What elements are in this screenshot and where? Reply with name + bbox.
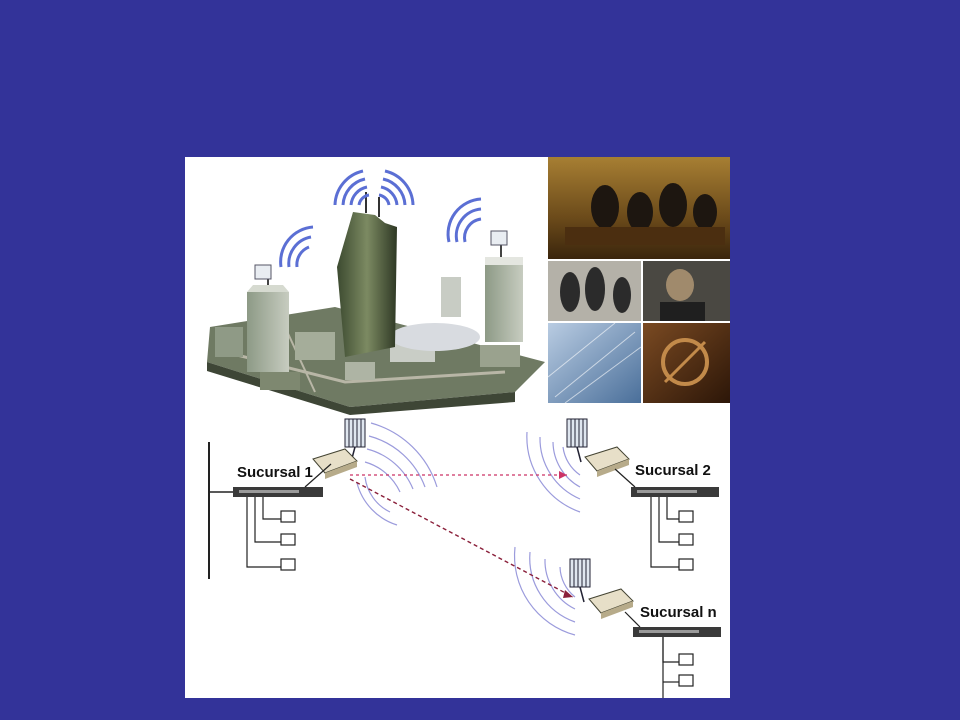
branch-label-sucursal-1: Sucursal 1 [237, 464, 313, 481]
computer-icon [678, 653, 694, 687]
radio-bridge-icon [312, 448, 358, 479]
network-switch-icon [631, 487, 719, 497]
network-switch-icon [233, 487, 323, 497]
antenna-icon [569, 558, 591, 603]
branch-label-sucursal-n: Sucursal n [640, 604, 717, 621]
photo-collage [547, 157, 730, 404]
antenna-closeup-photo [643, 323, 730, 403]
antenna-icon [344, 418, 366, 463]
wireless-link-sucursal-n [349, 478, 574, 598]
radio-bridge-icon [588, 588, 634, 619]
network-diagram: Sucursal 1 Sucursal 2 [208, 418, 721, 698]
city-buildings-with-wireless-antennas [207, 169, 545, 415]
computer-icon [280, 510, 296, 571]
network-switch-icon [633, 627, 721, 637]
antenna-icon [566, 418, 588, 463]
branch-label-sucursal-2: Sucursal 2 [635, 462, 711, 479]
computer-icon [678, 510, 694, 571]
radio-bridge-icon [584, 446, 630, 477]
network-illustration: Sucursal 1 Sucursal 2 [185, 157, 730, 698]
